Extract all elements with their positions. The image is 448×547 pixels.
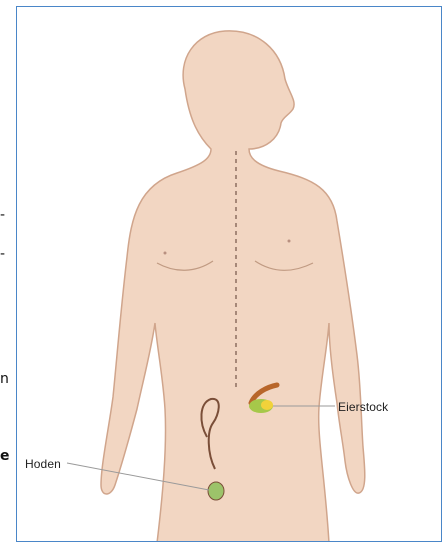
ovary-label: Eierstock	[338, 400, 388, 414]
nipple-left	[164, 252, 167, 255]
testis-label: Hoden	[25, 457, 61, 471]
edge-glyph-1: -	[0, 208, 5, 222]
body-silhouette	[101, 31, 365, 542]
edge-glyph-4: e	[0, 449, 10, 463]
edge-glyph-2: -	[0, 247, 5, 261]
anatomy-diagram-frame: Eierstock Hoden	[16, 6, 442, 542]
nipple-right	[288, 240, 291, 243]
edge-glyph-3: n	[0, 372, 9, 386]
body-illustration	[17, 7, 442, 542]
